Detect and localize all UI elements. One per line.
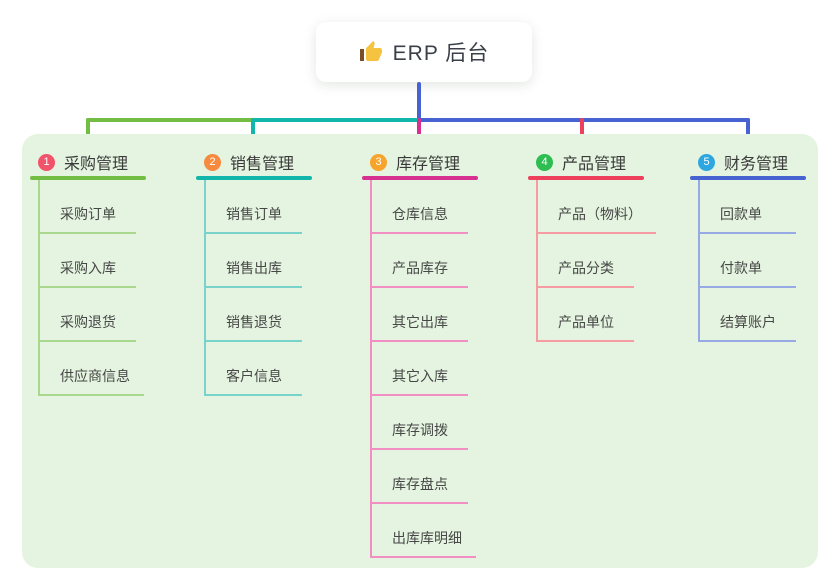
branch-underline — [196, 176, 312, 180]
drop-line-inventory — [417, 118, 421, 144]
child-node[interactable]: 采购入库 — [40, 234, 136, 288]
branch-underline — [528, 176, 644, 180]
child-node[interactable]: 产品库存 — [372, 234, 468, 288]
branch-purchase-children: 采购订单 采购入库 采购退货 供应商信息 — [38, 179, 192, 396]
branch-product: 4 产品管理 产品（物料） 产品分类 产品单位 — [528, 148, 690, 342]
child-node[interactable]: 结算账户 — [700, 288, 796, 342]
branch-underline — [362, 176, 478, 180]
branch-product-header[interactable]: 4 产品管理 — [528, 148, 690, 176]
child-node[interactable]: 产品分类 — [538, 234, 634, 288]
trunk-segment-finance — [419, 118, 750, 122]
branch-underline — [30, 176, 146, 180]
trunk-segment-purchase — [86, 118, 255, 122]
branch-number-badge: 3 — [370, 153, 387, 171]
branch-label: 产品管理 — [562, 156, 627, 173]
branch-purchase: 1 采购管理 采购订单 采购入库 采购退货 供应商信息 — [30, 148, 192, 396]
branch-product-children: 产品（物料） 产品分类 产品单位 — [536, 179, 690, 342]
child-node[interactable]: 销售出库 — [206, 234, 302, 288]
branch-inventory: 3 库存管理 仓库信息 产品库存 其它出库 其它入库 库存调拨 库存盘点 出库库… — [362, 148, 524, 558]
child-node[interactable]: 产品单位 — [538, 288, 634, 342]
child-node[interactable]: 库存调拨 — [372, 396, 468, 450]
root-node[interactable]: ERP 后台 — [316, 22, 532, 82]
branch-inventory-children: 仓库信息 产品库存 其它出库 其它入库 库存调拨 库存盘点 出库库明细 — [370, 179, 524, 558]
branch-sales: 2 销售管理 销售订单 销售出库 销售退货 客户信息 — [196, 148, 358, 396]
branch-purchase-header[interactable]: 1 采购管理 — [30, 148, 192, 176]
branch-label: 库存管理 — [396, 156, 461, 173]
branch-underline — [690, 176, 806, 180]
child-node[interactable]: 客户信息 — [206, 342, 302, 396]
child-node[interactable]: 销售订单 — [206, 180, 302, 234]
branch-inventory-header[interactable]: 3 库存管理 — [362, 148, 524, 176]
branch-sales-header[interactable]: 2 销售管理 — [196, 148, 358, 176]
branch-number-badge: 5 — [698, 153, 715, 171]
drop-line-product — [580, 118, 584, 144]
drop-line-sales — [251, 118, 255, 144]
child-node[interactable]: 销售退货 — [206, 288, 302, 342]
child-node[interactable]: 其它入库 — [372, 342, 468, 396]
root-label: ERP 后台 — [392, 42, 490, 65]
thumb-sleeve — [359, 49, 364, 61]
branch-finance-header[interactable]: 5 财务管理 — [690, 148, 839, 176]
branch-sales-children: 销售订单 销售出库 销售退货 客户信息 — [204, 179, 358, 396]
child-node[interactable]: 供应商信息 — [40, 342, 144, 396]
branch-number-badge: 2 — [204, 153, 221, 171]
drop-line-purchase — [86, 118, 90, 144]
child-node[interactable]: 采购订单 — [40, 180, 136, 234]
branch-label: 采购管理 — [64, 156, 129, 173]
child-node[interactable]: 产品（物料） — [538, 180, 656, 234]
child-node[interactable]: 仓库信息 — [372, 180, 468, 234]
child-node[interactable]: 采购退货 — [40, 288, 136, 342]
thumbs-up-icon — [359, 41, 382, 61]
branch-finance: 5 财务管理 回款单 付款单 结算账户 — [690, 148, 839, 342]
branch-label: 销售管理 — [230, 156, 295, 173]
child-node[interactable]: 出库库明细 — [372, 504, 476, 558]
branch-number-badge: 1 — [38, 153, 55, 171]
trunk-segment-sales — [253, 118, 420, 122]
child-node[interactable]: 付款单 — [700, 234, 796, 288]
branch-number-badge: 4 — [536, 153, 553, 171]
thumb-hand — [365, 41, 382, 61]
child-node[interactable]: 其它出库 — [372, 288, 468, 342]
branch-finance-children: 回款单 付款单 结算账户 — [698, 179, 839, 342]
drop-line-finance — [746, 118, 750, 144]
child-node[interactable]: 回款单 — [700, 180, 796, 234]
diagram-panel: 1 采购管理 采购订单 采购入库 采购退货 供应商信息 2 销售管理 销售订单 … — [22, 134, 818, 568]
child-node[interactable]: 库存盘点 — [372, 450, 468, 504]
branch-label: 财务管理 — [724, 156, 789, 173]
root-connector-line — [417, 82, 421, 120]
